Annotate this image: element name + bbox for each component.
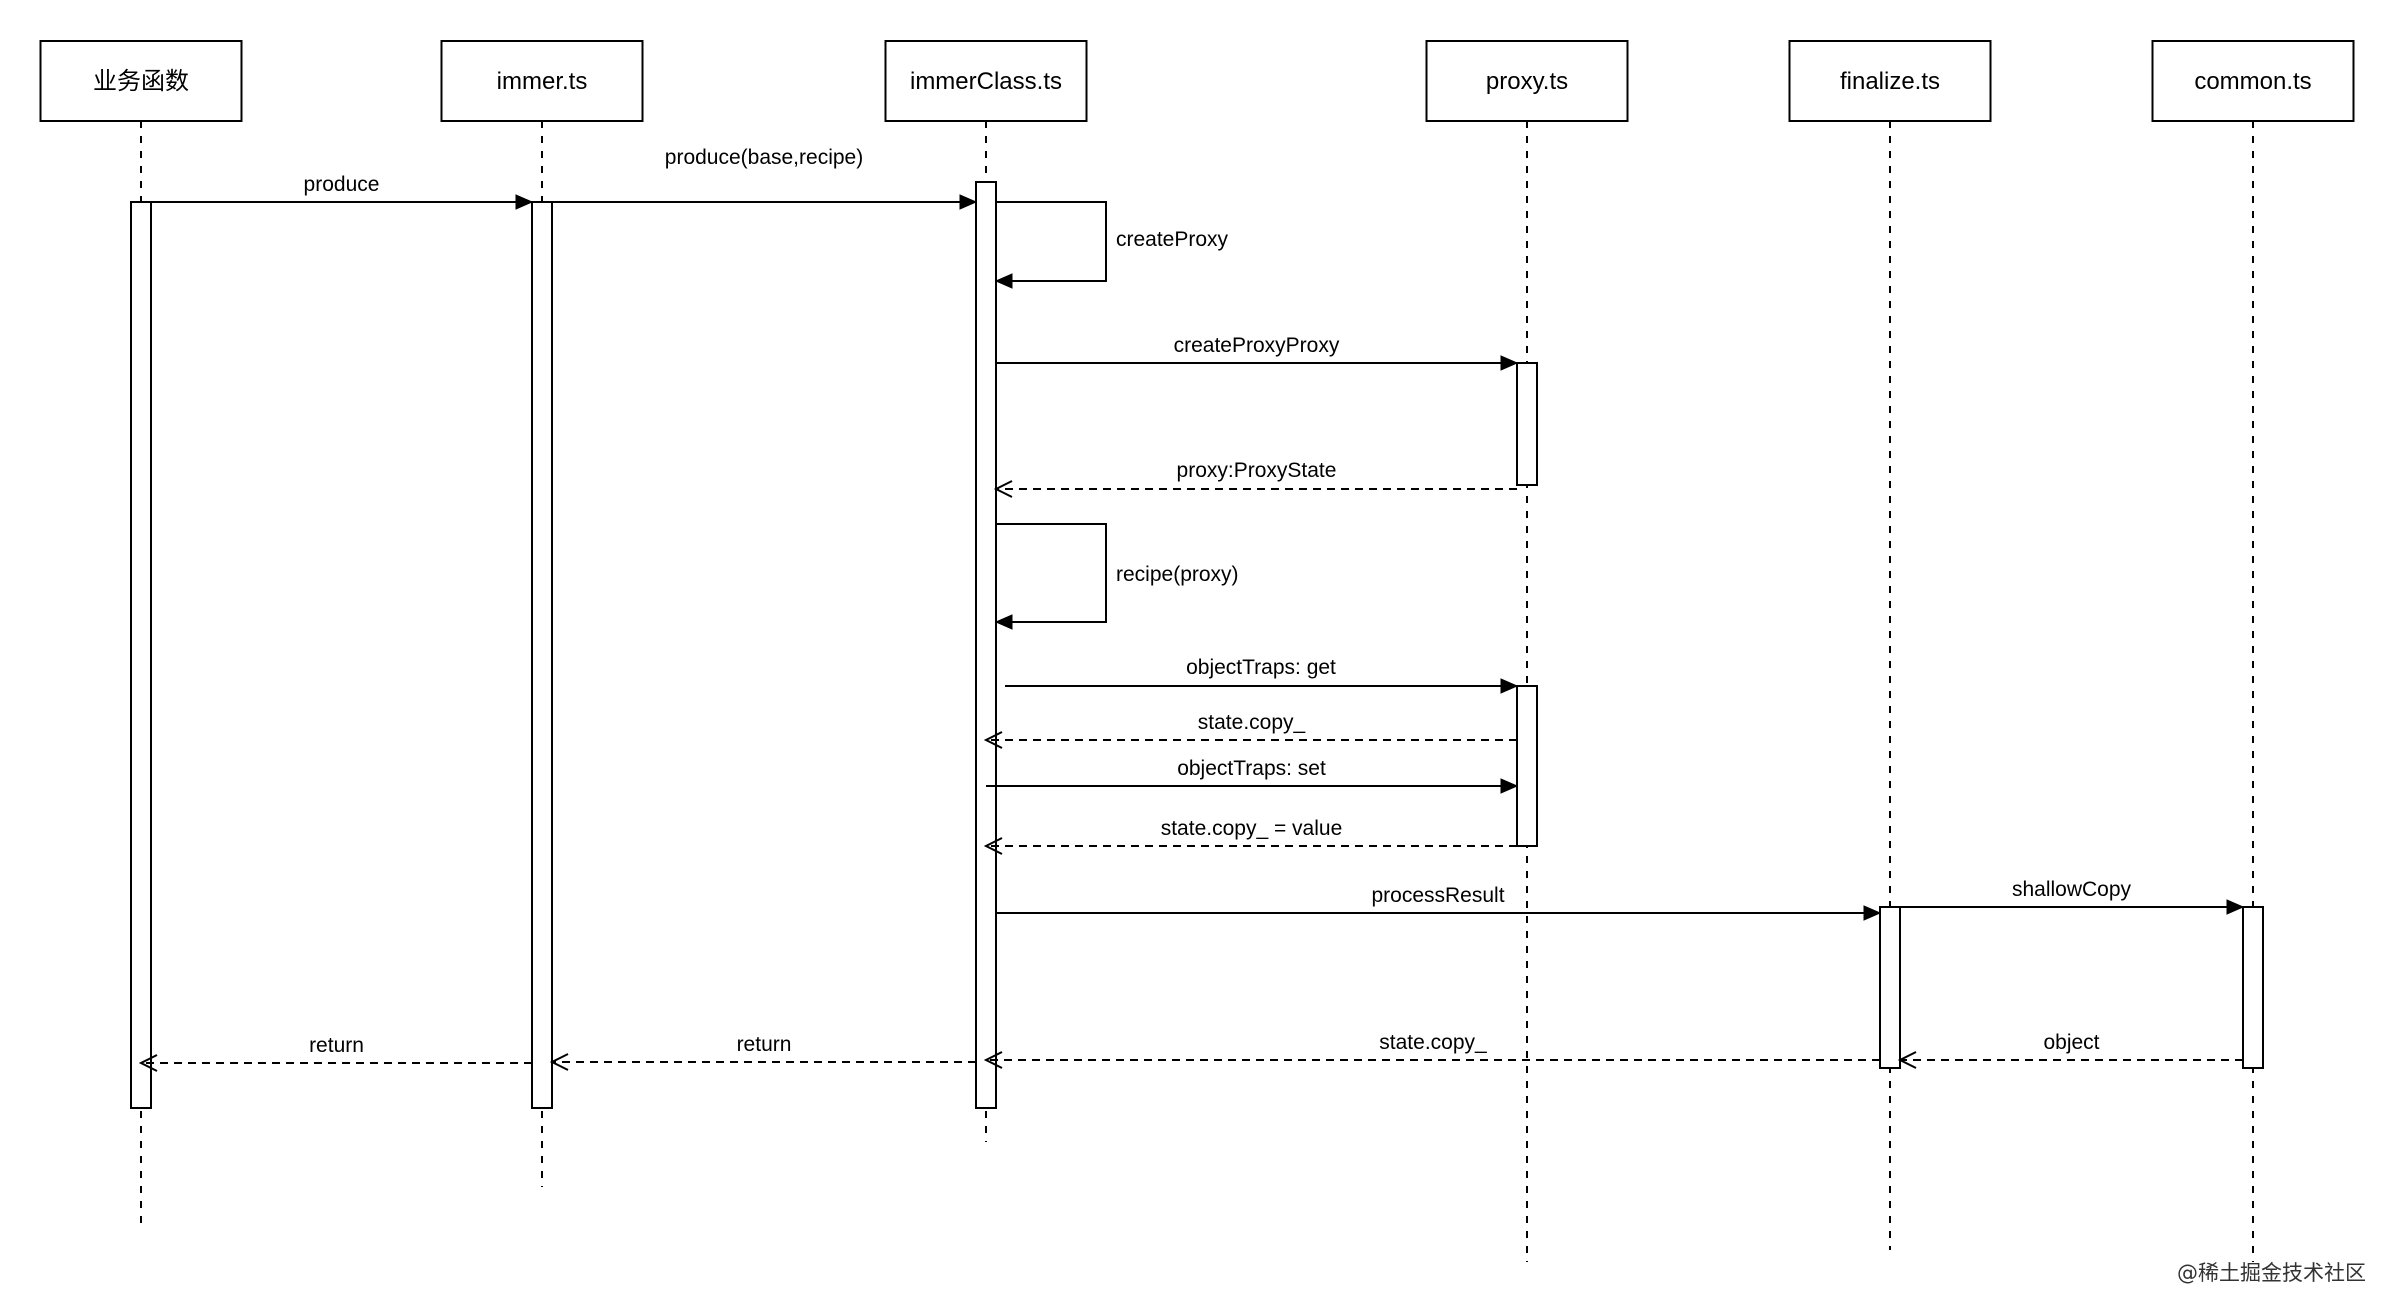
participant-immer: immer.ts — [440, 40, 644, 122]
activation-immer — [531, 201, 553, 1109]
self-message-line — [996, 523, 1107, 623]
arrowhead-filled — [994, 273, 1013, 289]
participant-label: 业务函数 — [93, 68, 189, 95]
watermark-text: @稀土掘金技术社区 — [2177, 1261, 2366, 1285]
message-3: createProxyProxy — [996, 334, 1519, 371]
message-11: shallowCopy — [1900, 878, 2245, 915]
message-4: proxy:ProxyState — [993, 459, 1517, 498]
participant-box — [884, 40, 1088, 122]
arrowhead-filled — [2226, 899, 2245, 915]
participant-box — [2151, 40, 2355, 122]
arrowhead-open — [138, 1054, 158, 1072]
participant-label: proxy.ts — [1486, 68, 1568, 95]
arrowhead-open — [1897, 1051, 1917, 1069]
arrowhead-filled — [994, 614, 1013, 630]
self-message-line — [996, 201, 1107, 282]
arrowhead-filled — [1500, 355, 1519, 371]
message-label: produce(base,recipe) — [665, 146, 863, 169]
message-label: createProxyProxy — [1174, 334, 1340, 357]
activation-common — [2242, 906, 2264, 1069]
participant-box — [440, 40, 644, 122]
participant-biz: 业务函数 — [39, 40, 243, 122]
message-label: shallowCopy — [2012, 878, 2132, 901]
message-label: proxy:ProxyState — [1177, 459, 1337, 482]
message-label: return — [309, 1034, 364, 1057]
message-1: produce(base,recipe) — [552, 146, 978, 210]
arrowhead-open — [993, 480, 1013, 498]
message-label: state.copy_ — [1379, 1031, 1487, 1054]
message-label: produce — [304, 173, 380, 196]
message-label: recipe(proxy) — [1116, 563, 1239, 586]
participant-box — [1788, 40, 1992, 122]
arrowhead-filled — [1500, 678, 1519, 694]
message-label: objectTraps: get — [1186, 656, 1336, 679]
message-label: return — [737, 1033, 792, 1056]
participant-box — [1425, 40, 1629, 122]
message-12: object — [1897, 1031, 2243, 1069]
arrowhead-filled — [1500, 778, 1519, 794]
participant-label: immerClass.ts — [910, 68, 1062, 95]
message-7: state.copy_ — [983, 711, 1517, 749]
arrowhead-open — [983, 731, 1003, 749]
activation-immerClass — [975, 181, 997, 1109]
message-2: createProxy — [994, 201, 1229, 289]
message-8: objectTraps: set — [986, 757, 1519, 794]
participant-box — [39, 40, 243, 122]
message-6: objectTraps: get — [1005, 656, 1519, 694]
participant-common: common.ts — [2151, 40, 2355, 122]
message-0: produce — [151, 173, 534, 210]
message-15: return — [138, 1034, 532, 1072]
activation-proxy — [1516, 685, 1538, 847]
message-label: object — [2043, 1031, 2099, 1054]
message-13: state.copy_ — [983, 1031, 1880, 1069]
arrowhead-open — [549, 1053, 569, 1071]
participant-proxy: proxy.ts — [1425, 40, 1629, 122]
message-label: createProxy — [1116, 228, 1229, 251]
message-label: objectTraps: set — [1177, 757, 1326, 780]
message-14: return — [549, 1033, 976, 1071]
participant-label: common.ts — [2194, 68, 2311, 95]
arrowhead-open — [983, 837, 1003, 855]
message-label: state.copy_ = value — [1161, 817, 1343, 840]
participant-immerClass: immerClass.ts — [884, 40, 1088, 122]
participant-label: finalize.ts — [1840, 68, 1940, 95]
message-label: state.copy_ — [1198, 711, 1306, 734]
arrowhead-filled — [1863, 905, 1882, 921]
activation-finalize — [1879, 906, 1901, 1069]
activation-biz — [130, 201, 152, 1109]
participant-finalize: finalize.ts — [1788, 40, 1992, 122]
activation-proxy — [1516, 362, 1538, 486]
arrowhead-open — [983, 1051, 1003, 1069]
message-label: processResult — [1371, 884, 1504, 907]
message-5: recipe(proxy) — [994, 523, 1239, 630]
arrowhead-filled — [515, 194, 534, 210]
message-9: state.copy_ = value — [983, 817, 1517, 855]
arrowhead-filled — [959, 194, 978, 210]
participant-label: immer.ts — [497, 68, 588, 95]
message-10: processResult — [996, 884, 1882, 921]
